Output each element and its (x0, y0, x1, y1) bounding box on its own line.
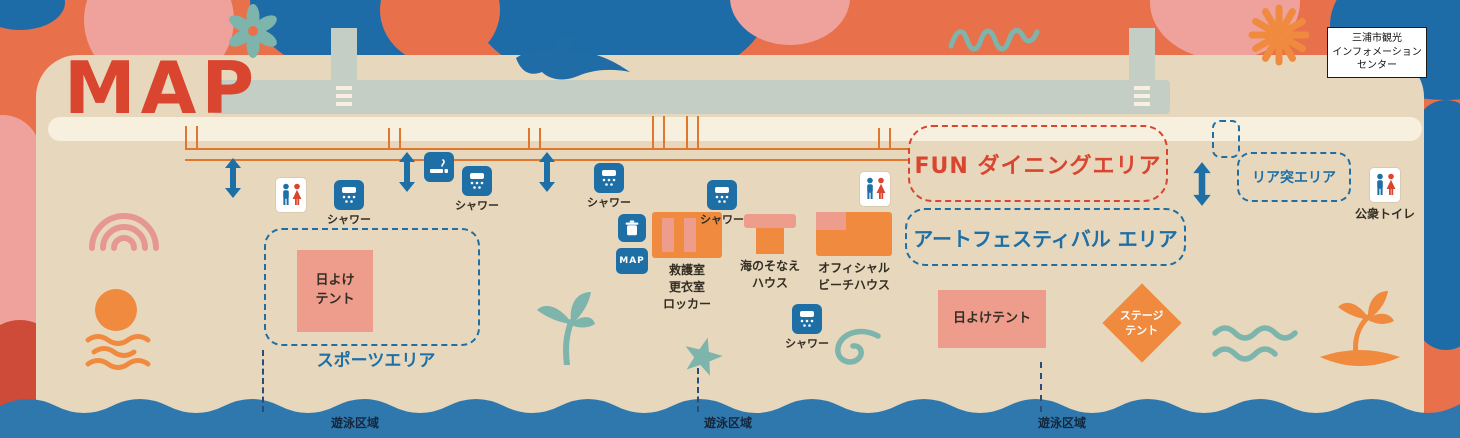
sports-area-label: スポーツエリア (316, 351, 436, 371)
shower-station: シャワー (317, 180, 381, 227)
bird-icon (516, 33, 630, 80)
stairs-arrow-icon (1193, 162, 1211, 206)
island-icon (1320, 291, 1400, 366)
shower-label: シャワー (587, 196, 631, 209)
sea-house-label: 海のそなえ ハウス (739, 259, 800, 290)
road (213, 80, 1170, 114)
art-festival-area: アートフェスティバル エリア (905, 208, 1186, 266)
fun-dining-area: FUN ダイニングエリア (908, 125, 1168, 202)
shower-icon (462, 166, 492, 196)
beach-house-building (816, 212, 892, 256)
shower-station: シャワー (445, 166, 509, 213)
crosswalk-dash (1134, 86, 1150, 90)
page-title: MAP (64, 46, 260, 130)
beach-house-label: オフィシャル ビーチハウス (817, 261, 890, 292)
shower-station: シャワー (775, 304, 839, 351)
sea-house-roof (744, 214, 796, 228)
art-festival-label: アートフェスティバル エリア (913, 226, 1178, 251)
wave-swirl-icon (835, 328, 881, 365)
sea (0, 399, 1460, 438)
crosswalk-dash (336, 86, 352, 90)
sports-area (264, 228, 480, 346)
trash-icon (618, 214, 646, 242)
sunburst-flower-icon (1248, 4, 1310, 66)
swim-zone-label: 遊泳区域 (330, 416, 379, 430)
shower-icon (334, 180, 364, 210)
pier-area-label: リア突エリア (1252, 170, 1336, 186)
swim-zone-divider (697, 368, 699, 412)
shower-icon (594, 163, 624, 193)
shower-label: シャワー (455, 199, 499, 212)
stairs-arrow-icon (399, 152, 415, 192)
pier-area: リア突エリア (1237, 152, 1351, 202)
starfish-icon (685, 337, 723, 376)
sea-house-building (744, 214, 796, 254)
tourist-info-center-box: 三浦市観光 インフォメーション センター (1327, 27, 1427, 78)
sun-tent-label: 日よけテント (952, 310, 1031, 326)
beach-house-roof (816, 212, 846, 230)
palm-icon (537, 292, 595, 365)
crosswalk-dash (1134, 94, 1150, 98)
pier-connector (1212, 120, 1240, 158)
sun-tent: 日よけ テント (297, 250, 373, 332)
shower-station: シャワー (690, 180, 754, 227)
shower-station: シャワー (577, 163, 641, 210)
stairs-arrow-icon (539, 152, 555, 192)
swim-zone-label: 遊泳区域 (703, 416, 752, 430)
promenade-path (528, 128, 541, 150)
building-stripe (684, 218, 696, 252)
promenade-path (388, 128, 401, 150)
first-aid-building (652, 212, 722, 258)
stage-tent-label: ステージ テント (1120, 308, 1164, 337)
road-connector (1129, 28, 1155, 84)
smoking-icon (424, 152, 454, 182)
shower-label: シャワー (700, 213, 744, 226)
promenade-path (185, 126, 198, 150)
shower-icon (792, 304, 822, 334)
shower-label: シャワー (785, 337, 829, 350)
public-toilet-icon (1370, 168, 1400, 202)
swim-zone-divider (262, 350, 264, 412)
shower-icon (707, 180, 737, 210)
swim-zone-label: 遊泳区域 (1037, 416, 1086, 430)
promenade-path (878, 128, 891, 150)
sun-icon (85, 289, 151, 370)
sun-tent-label: 日よけ テント (315, 273, 355, 307)
sun-tent: 日よけテント (938, 290, 1046, 348)
promenade-path (652, 116, 665, 150)
squiggle-icon (948, 28, 1040, 52)
crosswalk-dash (1134, 102, 1150, 106)
toilet-icon (860, 172, 890, 206)
shower-label: シャワー (327, 213, 371, 226)
promenade-band (48, 117, 1422, 141)
pinwheel-flower-icon (229, 4, 277, 58)
crosswalk-dash (336, 102, 352, 106)
building-stripe (662, 218, 674, 252)
toilet-icon (276, 178, 306, 212)
rainbow-icon (89, 213, 159, 251)
map-signpost: MAP (616, 248, 648, 274)
bg-blob (0, 115, 40, 345)
promenade-path (686, 116, 699, 150)
waves-icon (1212, 325, 1298, 362)
public-toilet-label: 公衆トイレ (1354, 207, 1415, 221)
road-connector (331, 28, 357, 84)
sea-house-body (756, 228, 784, 254)
first-aid-label: 救護室 更衣室 ロッカー (662, 263, 711, 311)
swim-zone-divider (1040, 362, 1042, 412)
crosswalk-dash (336, 94, 352, 98)
bg-blob (0, 0, 65, 30)
fun-dining-label: FUN ダイニングエリア (914, 153, 1162, 179)
stairs-arrow-icon (225, 158, 241, 198)
